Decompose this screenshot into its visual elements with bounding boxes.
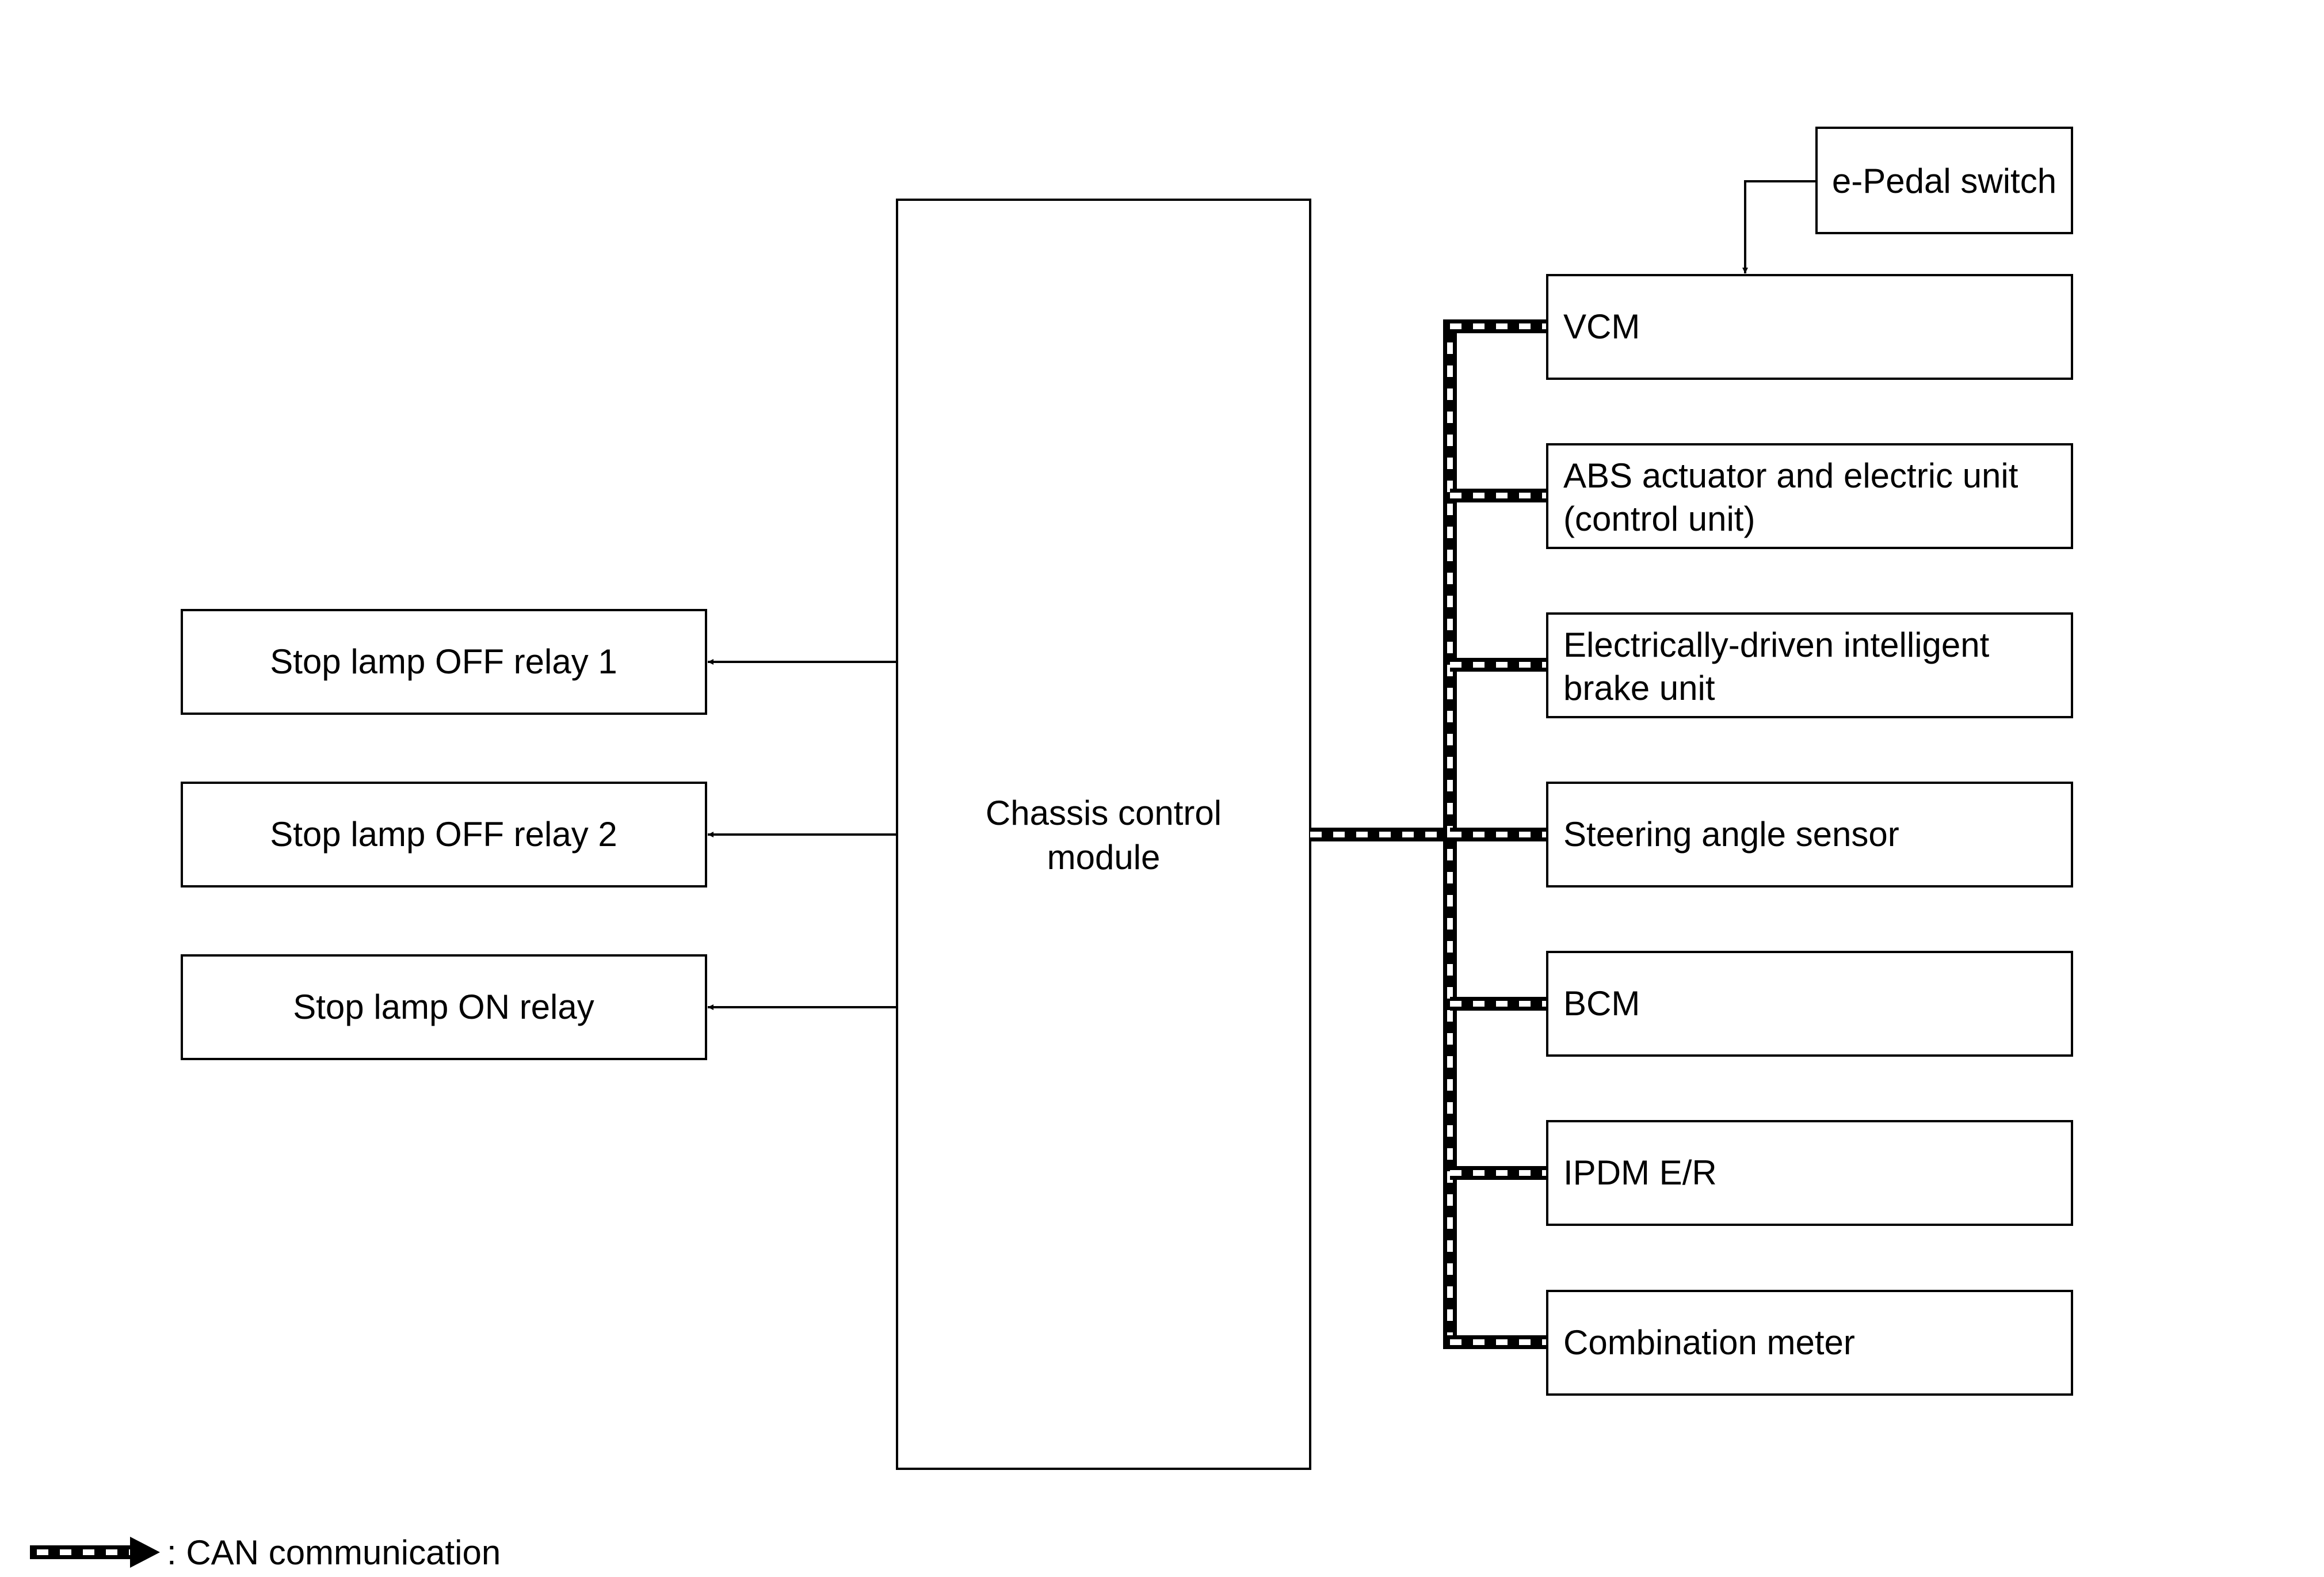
legend-label: : CAN communication: [167, 1533, 501, 1572]
node-intelligent-brake-unit-label-line2: brake unit: [1563, 669, 1715, 707]
stop-lamp-on-relay: Stop lamp ON relay: [181, 954, 707, 1060]
node-bcm-label: BCM: [1563, 984, 1640, 1023]
node-ipdm-er: IPDM E/R: [1546, 1120, 2073, 1226]
node-vcm: VCM: [1546, 274, 2073, 380]
node-intelligent-brake-unit-label-line1: Electrically-driven intelligent: [1563, 626, 1990, 664]
node-combination-meter-label: Combination meter: [1563, 1323, 1855, 1362]
can-bus: [1310, 319, 1547, 1349]
node-bcm: BCM: [1546, 951, 2073, 1057]
node-abs-actuator: ABS actuator and electric unit (control …: [1546, 443, 2073, 549]
node-vcm-label: VCM: [1563, 307, 1640, 346]
node-intelligent-brake-unit: Electrically-driven intelligent brake un…: [1546, 612, 2073, 718]
chassis-control-module-label-line2: module: [1047, 838, 1161, 877]
epedal-switch: e-Pedal switch: [1815, 127, 2073, 234]
node-abs-actuator-label-line2: (control unit): [1563, 500, 1755, 538]
can-branches: [1443, 319, 1547, 1349]
node-combination-meter: Combination meter: [1546, 1290, 2073, 1396]
stop-lamp-off-relay-1-label: Stop lamp OFF relay 1: [270, 642, 617, 681]
stop-lamp-off-relay-2-label: Stop lamp OFF relay 2: [270, 815, 617, 854]
epedal-switch-label: e-Pedal switch: [1832, 162, 2056, 200]
node-steering-angle-sensor: Steering angle sensor: [1546, 782, 2073, 887]
node-ipdm-er-label: IPDM E/R: [1563, 1153, 1717, 1192]
epedal-to-vcm-arrow: [1742, 180, 1817, 273]
stop-lamp-off-relay-1: Stop lamp OFF relay 1: [181, 609, 707, 715]
chassis-control-module-label-line1: Chassis control: [986, 794, 1222, 832]
can-communication-legend-symbol: [30, 1537, 160, 1568]
node-steering-angle-sensor-label: Steering angle sensor: [1563, 815, 1899, 854]
relay-output-arrows: [708, 659, 897, 1010]
stop-lamp-on-relay-label: Stop lamp ON relay: [293, 988, 594, 1026]
node-abs-actuator-label-line1: ABS actuator and electric unit: [1563, 456, 2018, 495]
stop-lamp-off-relay-2: Stop lamp OFF relay 2: [181, 782, 707, 887]
chassis-control-module: Chassis control module: [896, 199, 1311, 1470]
legend: : CAN communication: [30, 1533, 501, 1572]
